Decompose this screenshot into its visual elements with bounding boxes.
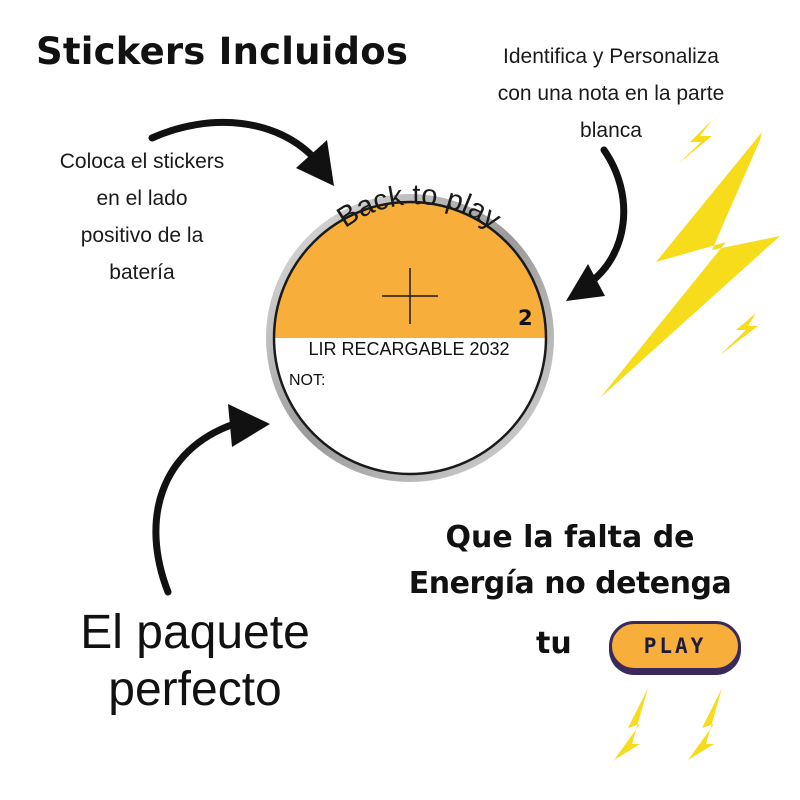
- play-button[interactable]: PLAY: [609, 621, 741, 671]
- battery-model-label: LIR RECARGABLE 2032: [308, 339, 510, 359]
- tagline-line-3: tu: [536, 626, 572, 661]
- instruction-right-line: blanca: [580, 119, 642, 142]
- arrows: [148, 119, 628, 596]
- battery-number: 2: [518, 306, 533, 330]
- lightning-bolt-bottom-right-icon: [688, 688, 722, 760]
- instruction-left: Coloca el stickers en el lado positivo d…: [26, 143, 258, 291]
- instruction-right-line: Identifica y Personaliza: [503, 45, 719, 68]
- lightning-bolt-small-icon: [678, 120, 712, 164]
- lightning-bolt-bottom-left-icon: [614, 688, 648, 760]
- instruction-right: Identifica y Personaliza con una nota en…: [455, 38, 767, 149]
- battery-sticker: Back to play: [266, 179, 554, 482]
- arrowhead-top-left-icon: [296, 140, 334, 186]
- instruction-left-line: en el lado: [96, 187, 188, 210]
- instruction-left-line: Coloca el stickers: [59, 150, 225, 173]
- instruction-right-line: con una nota en la parte: [497, 82, 725, 105]
- arrow-bottom-left-icon: [152, 420, 238, 596]
- package-headline-line: perfecto: [108, 663, 282, 716]
- package-headline-line: El paquete: [80, 606, 310, 659]
- package-headline: El paquete perfecto: [30, 604, 360, 718]
- arrow-top-right-icon: [584, 146, 628, 288]
- page-title: Stickers Incluidos: [36, 30, 409, 73]
- arrowhead-bottom-left-icon: [228, 404, 270, 447]
- battery-note-label: NOT:: [289, 372, 326, 389]
- instruction-left-line: batería: [109, 261, 175, 284]
- instruction-left-line: positivo de la: [80, 224, 204, 247]
- tagline-line-1: Que la falta de: [445, 520, 695, 555]
- arrow-top-left-icon: [148, 119, 320, 164]
- arrowhead-top-right-icon: [566, 264, 605, 301]
- lightning-bolt-large-icon: [600, 132, 780, 398]
- tagline-line-2: Energía no detenga: [408, 566, 732, 601]
- lightning-bolt-small-icon: [720, 313, 758, 355]
